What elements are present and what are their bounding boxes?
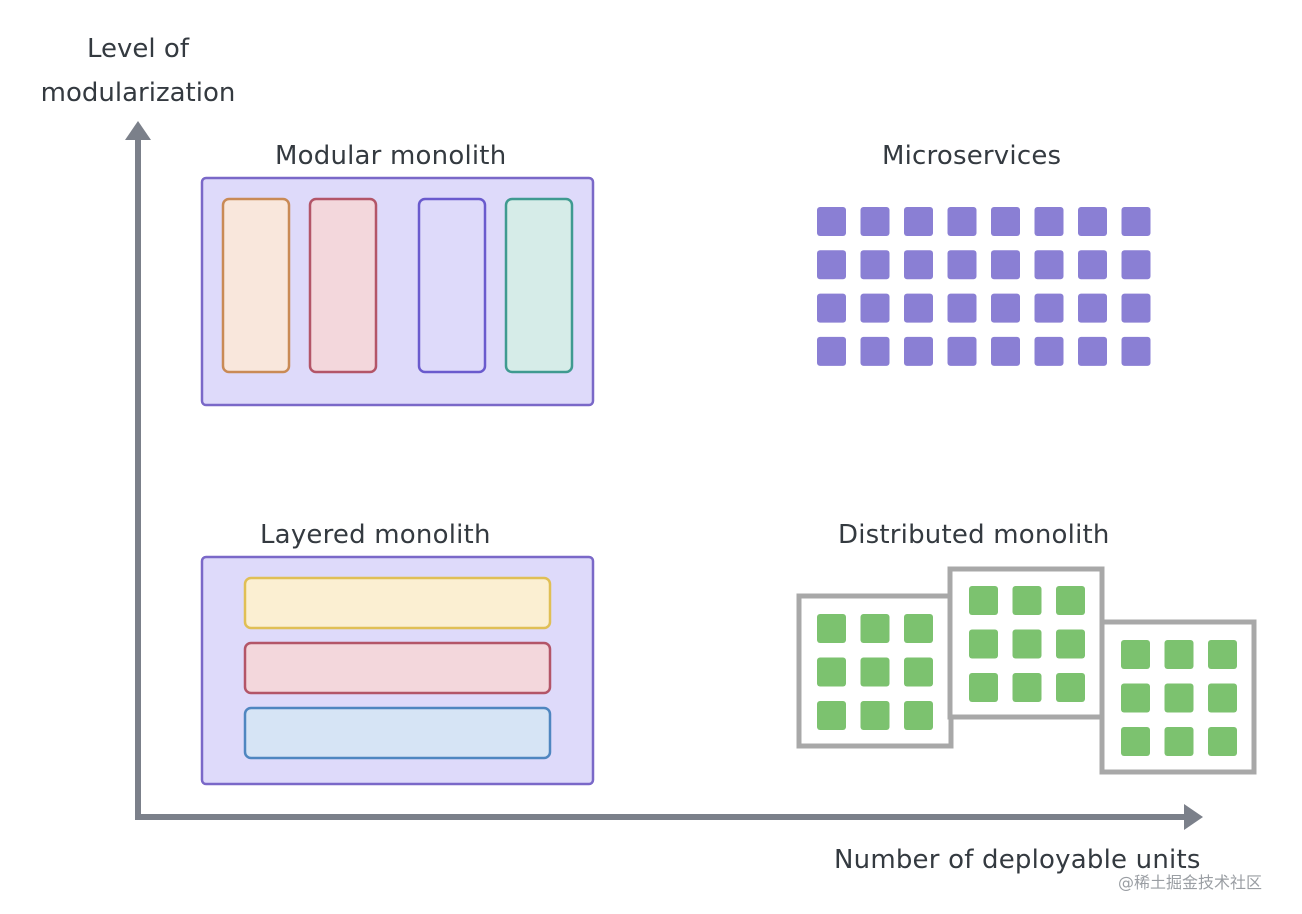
module-unit xyxy=(860,701,890,730)
deployable-unit-frame xyxy=(1099,619,1257,775)
microservice-unit xyxy=(991,250,1020,280)
module-unit xyxy=(860,614,890,643)
deployable-unit-frame xyxy=(947,566,1105,720)
microservice-unit xyxy=(860,207,890,236)
module-unit xyxy=(1164,727,1194,756)
module-block xyxy=(504,197,574,374)
x-axis-label: Number of deployable units xyxy=(834,845,1201,875)
layer-block xyxy=(243,576,552,630)
microservice-unit xyxy=(904,293,933,323)
module-unit xyxy=(860,657,890,687)
module-unit xyxy=(1056,629,1085,659)
microservice-unit xyxy=(1121,250,1151,280)
layered-monolith-title: Layered monolith xyxy=(260,520,491,550)
module-block xyxy=(308,197,378,374)
microservice-unit xyxy=(1078,293,1107,323)
microservice-unit xyxy=(904,207,933,236)
microservice-unit xyxy=(1034,207,1064,236)
module-unit xyxy=(1208,727,1237,756)
distributed-monolith-title: Distributed monolith xyxy=(838,520,1110,550)
modular-monolith xyxy=(200,176,595,407)
microservice-unit xyxy=(860,293,890,323)
microservice-unit xyxy=(991,207,1020,236)
microservice-unit xyxy=(817,207,846,236)
microservice-unit xyxy=(947,207,977,236)
modular-monolith-container xyxy=(200,176,595,407)
module-unit xyxy=(1012,629,1042,659)
module-unit xyxy=(817,657,846,687)
microservice-unit xyxy=(904,336,933,366)
microservice-unit xyxy=(991,336,1020,366)
layered-monolith xyxy=(200,555,595,786)
module-unit xyxy=(904,701,933,730)
module-unit xyxy=(1208,640,1237,669)
module-unit xyxy=(1208,683,1237,713)
module-unit xyxy=(1056,586,1085,615)
module-unit xyxy=(817,614,846,643)
microservice-unit xyxy=(947,250,977,280)
module-unit xyxy=(1121,727,1150,756)
microservice-unit xyxy=(1121,207,1151,236)
module-unit xyxy=(1164,683,1194,713)
module-unit xyxy=(817,701,846,730)
module-unit xyxy=(904,657,933,687)
microservice-unit xyxy=(860,336,890,366)
module-unit xyxy=(1012,586,1042,615)
module-unit xyxy=(969,629,998,659)
microservice-unit xyxy=(904,250,933,280)
microservice-unit xyxy=(1078,250,1107,280)
y-axis-label: Level of modularization xyxy=(28,27,248,115)
y-axis-label-line1: Level of xyxy=(87,34,189,64)
x-axis-arrow-icon xyxy=(1184,804,1203,830)
microservice-unit xyxy=(947,293,977,323)
modular-monolith-title: Modular monolith xyxy=(275,141,507,171)
layer-block xyxy=(243,706,552,760)
module-unit xyxy=(1056,673,1085,702)
watermark: @稀土掘金技术社区 xyxy=(1118,873,1263,892)
microservice-unit xyxy=(1034,293,1064,323)
microservice-unit xyxy=(1121,293,1151,323)
microservice-unit xyxy=(817,293,846,323)
module-unit xyxy=(969,673,998,702)
microservice-unit xyxy=(947,336,977,366)
layer-block xyxy=(243,641,552,695)
module-unit xyxy=(1164,640,1194,669)
y-axis-arrow-icon xyxy=(125,121,151,140)
y-axis-label-line2: modularization xyxy=(40,78,236,108)
module-unit xyxy=(969,586,998,615)
microservice-unit xyxy=(860,250,890,280)
module-block xyxy=(417,197,487,374)
microservice-unit xyxy=(991,293,1020,323)
microservice-unit xyxy=(1034,250,1064,280)
module-unit xyxy=(1012,673,1042,702)
module-unit xyxy=(904,614,933,643)
microservice-unit xyxy=(1078,336,1107,366)
x-axis xyxy=(135,804,1203,830)
module-unit xyxy=(1121,683,1150,713)
y-axis xyxy=(125,121,151,820)
distributed-monolith xyxy=(796,566,1257,775)
microservice-unit xyxy=(817,250,846,280)
microservices-title: Microservices xyxy=(882,141,1062,171)
microservice-unit xyxy=(1121,336,1151,366)
microservices xyxy=(817,207,1151,366)
microservice-unit xyxy=(817,336,846,366)
microservice-unit xyxy=(1078,207,1107,236)
module-unit xyxy=(1121,640,1150,669)
module-block xyxy=(221,197,291,374)
deployable-unit-frame xyxy=(796,593,954,749)
microservice-unit xyxy=(1034,336,1064,366)
